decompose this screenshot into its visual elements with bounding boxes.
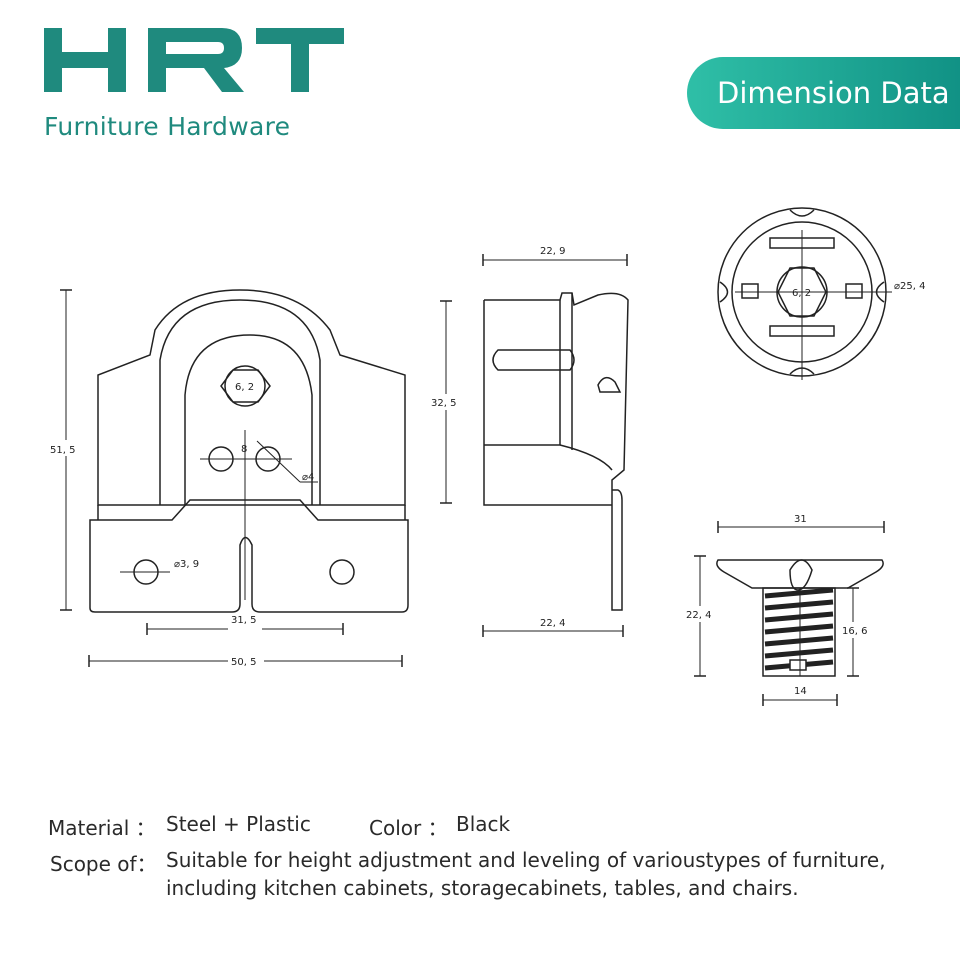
- color-value: Black: [456, 812, 511, 836]
- color-label: Color ：: [369, 816, 448, 840]
- scope-line-2: including kitchen cabinets, storagecabin…: [166, 876, 799, 900]
- foot-view: [694, 521, 885, 706]
- scope-line-1: Suitable for height adjustment and level…: [166, 848, 886, 872]
- dim-foot-width: 31: [794, 514, 807, 525]
- scope-label: Scope of：: [50, 852, 157, 876]
- dim-pin-dia: ⌀4: [302, 472, 314, 483]
- side-view: [440, 254, 629, 637]
- dim-thread-width: 14: [794, 686, 807, 697]
- dim-thread-height: 16, 6: [842, 626, 867, 637]
- dim-hex-front: 6, 2: [235, 382, 254, 393]
- hrt-logo: [44, 24, 344, 96]
- dim-side-top: 22, 9: [540, 246, 565, 257]
- dim-bracket-width: 50, 5: [231, 657, 256, 668]
- dim-top-dia: ⌀25, 4: [894, 281, 925, 292]
- dimension-data-badge: Dimension Data: [687, 57, 960, 129]
- top-view: [717, 207, 892, 380]
- dim-hole-dia: ⌀3, 9: [174, 559, 199, 570]
- dim-foot-height: 22, 4: [686, 610, 711, 621]
- dim-hole-spacing: 31, 5: [231, 615, 256, 626]
- material-label: Material ：: [48, 816, 156, 840]
- dim-bracket-height: 51, 5: [50, 445, 75, 456]
- dim-side-bottom: 22, 4: [540, 618, 565, 629]
- dim-top-hex: 6, 2: [792, 288, 811, 299]
- dim-side-height: 32, 5: [431, 398, 456, 409]
- dim-pin-spacing: 8: [241, 444, 247, 455]
- material-value: Steel + Plastic: [166, 812, 311, 836]
- brand-subtitle: Furniture Hardware: [44, 112, 291, 141]
- front-view: [60, 289, 409, 667]
